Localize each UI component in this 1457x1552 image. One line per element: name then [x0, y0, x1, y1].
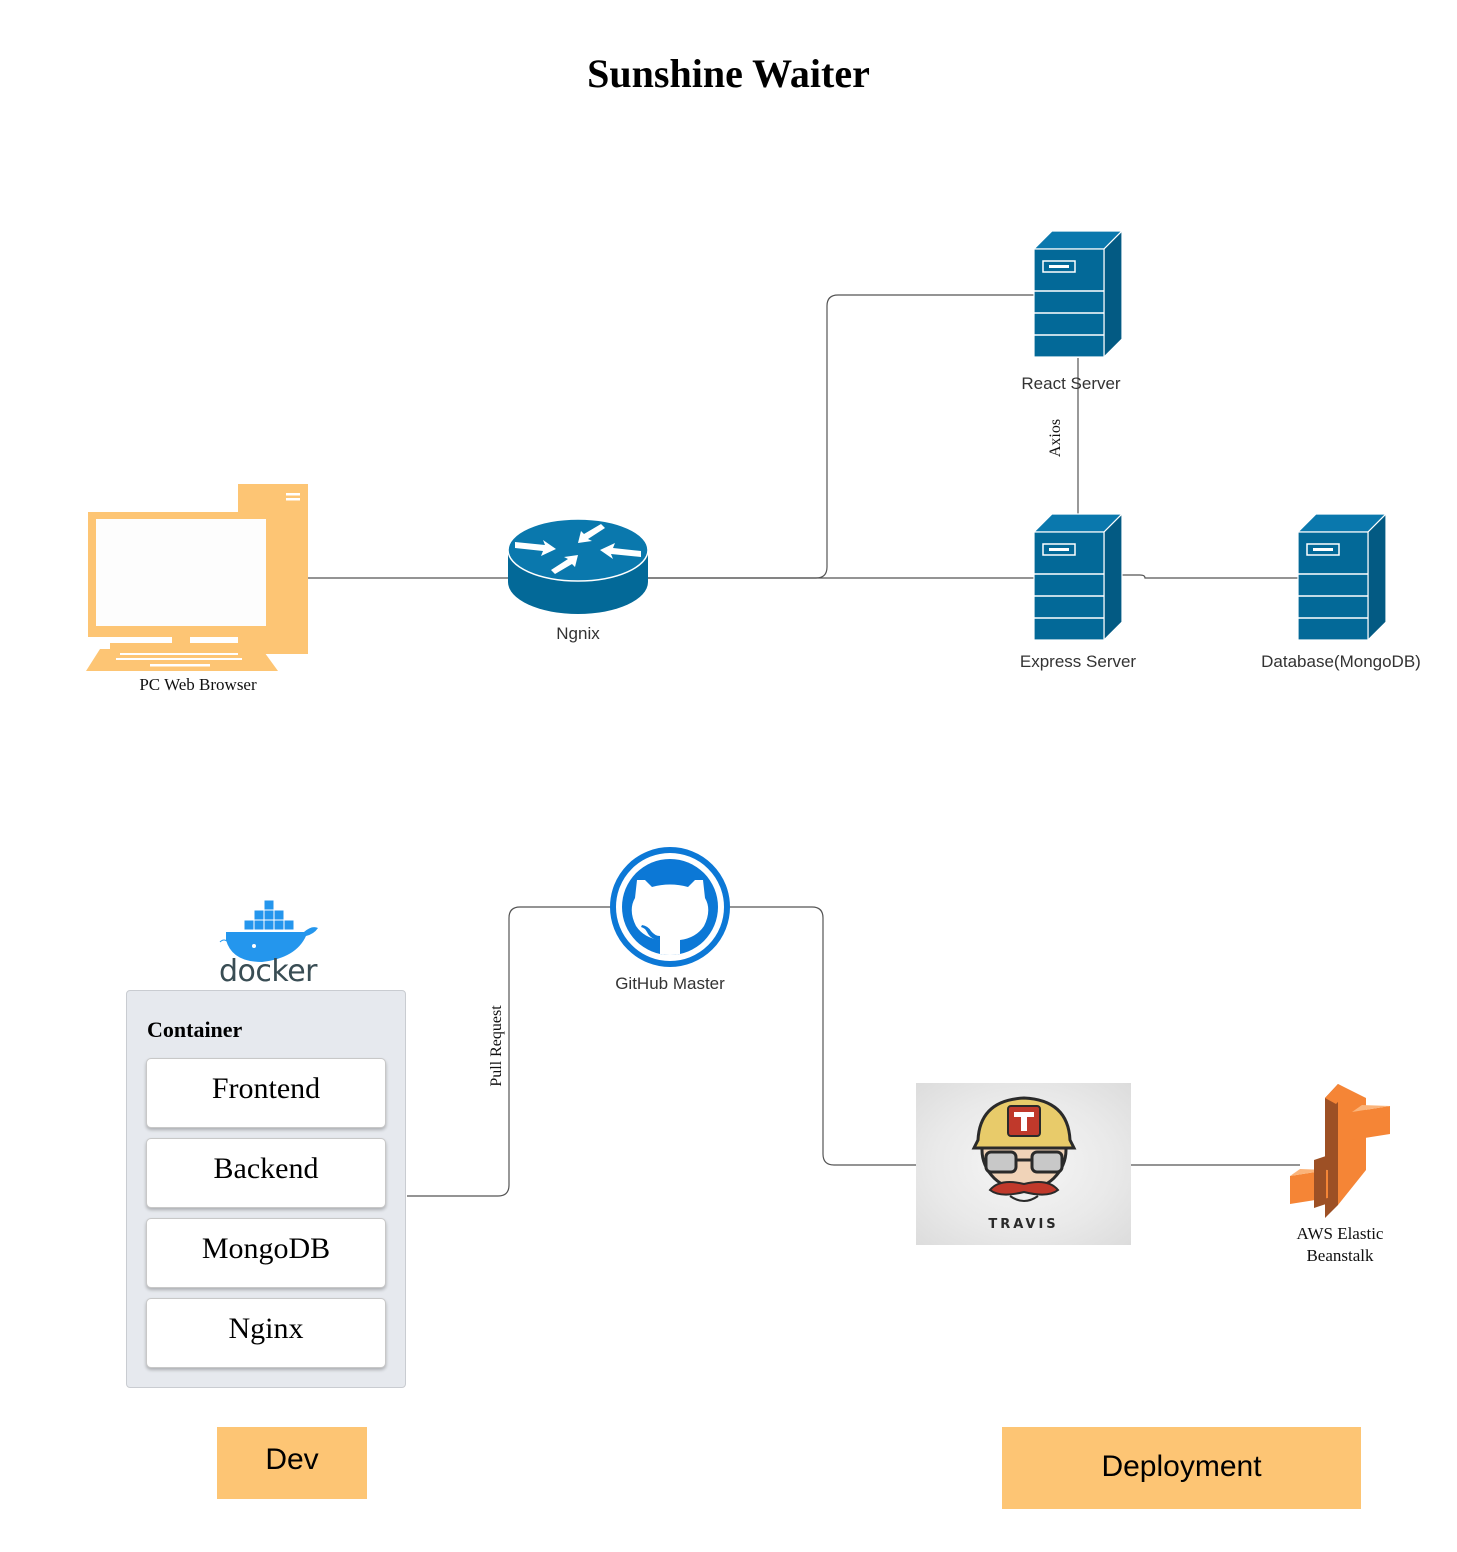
edge-github-travis [730, 906, 916, 1166]
deployment-stage-tag: Deployment [1002, 1427, 1361, 1509]
pull-request-edge-label: Pull Request [488, 1005, 505, 1087]
service-frontend: Frontend [146, 1058, 386, 1128]
github-icon [610, 847, 730, 967]
router-icon [507, 518, 649, 614]
connectors [308, 294, 1300, 1197]
service-mongodb: MongoDB [146, 1218, 386, 1288]
aws-label-line1: AWS Elastic [1296, 1224, 1384, 1243]
container-title: Container [147, 1017, 243, 1042]
desktop-computer-icon [86, 484, 308, 671]
service-nginx: Nginx [146, 1298, 386, 1368]
server-icon [1033, 513, 1123, 641]
travis-mascot-overlay [971, 1096, 1077, 1202]
diagram-title: Sunshine Waiter [587, 51, 870, 96]
service-backend: Backend [146, 1138, 386, 1208]
express-server-label: Express Server [1019, 652, 1137, 671]
docker-whale-icon [219, 899, 318, 962]
travis-wordmark: TRAVIS [988, 1217, 1059, 1232]
edge-ngnix-react [648, 294, 1034, 579]
database-label: Database(MongoDB) [1261, 652, 1421, 671]
aws-label-line2: Beanstalk [1306, 1246, 1374, 1265]
axios-edge-label: Axios [1047, 418, 1064, 458]
edge-container-github [407, 906, 612, 1197]
aws-elastic-beanstalk-icon [1290, 1084, 1390, 1218]
docker-wordmark: docker [219, 954, 318, 989]
pc-label: PC Web Browser [139, 675, 257, 694]
server-icon [1297, 513, 1387, 641]
edge-express-db [1122, 574, 1298, 579]
github-label: GitHub Master [615, 974, 725, 993]
ngnix-label: Ngnix [556, 624, 600, 643]
server-icon [1033, 230, 1123, 358]
react-server-label: React Server [1021, 374, 1121, 393]
dev-stage-tag: Dev [217, 1427, 367, 1499]
